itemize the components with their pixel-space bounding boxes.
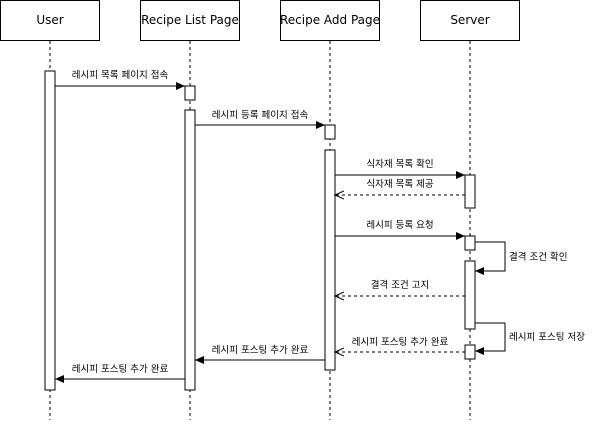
activation-server-1 xyxy=(464,174,476,209)
activation-user xyxy=(44,70,56,391)
svg-text:결격 조건 고지: 결격 조건 고지 xyxy=(371,279,429,291)
participant-recipe-add-page-label: Recipe Add Page xyxy=(280,13,380,27)
message-connect-add: 레시피 등록 페이지 접속 xyxy=(195,109,325,129)
activation-server-2 xyxy=(464,235,476,251)
activation-list-2 xyxy=(184,109,196,391)
message-check-disqualification: 결격 조건 확인 xyxy=(475,241,567,275)
participant-server-label: Server xyxy=(450,13,489,27)
svg-text:식자재 목록 확인: 식자재 목록 확인 xyxy=(366,158,433,170)
participant-recipe-add-page[interactable]: Recipe Add Page xyxy=(280,0,380,41)
svg-text:레시피 목록 페이지 접속: 레시피 목록 페이지 접속 xyxy=(72,69,169,81)
message-posting-complete-add: 레시피 포스팅 추가 완료 xyxy=(195,345,325,364)
participant-user[interactable]: User xyxy=(0,0,100,41)
svg-text:결격 조건 확인: 결격 조건 확인 xyxy=(509,251,567,263)
message-posting-complete-list: 레시피 포스팅 추가 완료 xyxy=(55,364,185,383)
svg-text:레시피 포스팅 추가 완료: 레시피 포스팅 추가 완료 xyxy=(352,337,449,348)
svg-text:레시피 등록 요청: 레시피 등록 요청 xyxy=(366,220,433,231)
message-register-request: 레시피 등록 요청 xyxy=(335,220,465,240)
svg-text:레시피 포스팅 저장: 레시피 포스팅 저장 xyxy=(509,332,585,343)
activation-add-2 xyxy=(324,149,336,371)
participant-recipe-list-page[interactable]: Recipe List Page xyxy=(140,0,240,41)
participant-server[interactable]: Server xyxy=(420,0,520,41)
activation-list-1 xyxy=(184,85,196,101)
message-save-posting: 레시피 포스팅 저장 xyxy=(475,322,585,355)
activation-add-1 xyxy=(324,124,336,140)
svg-text:레시피 포스팅 추가 완료: 레시피 포스팅 추가 완료 xyxy=(212,345,309,356)
message-posting-complete-server: 레시피 포스팅 추가 완료 xyxy=(335,337,465,352)
svg-text:레시피 등록 페이지 접속: 레시피 등록 페이지 접속 xyxy=(212,109,309,121)
message-notify-disqualification: 결격 조건 고지 xyxy=(335,279,465,296)
activation-server-3 xyxy=(464,260,476,330)
participant-user-label: User xyxy=(36,13,63,27)
activation-server-4 xyxy=(464,344,476,360)
message-provide-ingredients: 식자재 목록 제공 xyxy=(335,179,465,195)
svg-text:레시피 포스팅 추가 완료: 레시피 포스팅 추가 완료 xyxy=(72,364,169,375)
message-connect-list: 레시피 목록 페이지 접속 xyxy=(55,69,185,90)
message-check-ingredients: 식자재 목록 확인 xyxy=(335,158,465,179)
svg-text:식자재 목록 제공: 식자재 목록 제공 xyxy=(366,179,433,190)
participant-recipe-list-page-label: Recipe List Page xyxy=(141,13,239,27)
